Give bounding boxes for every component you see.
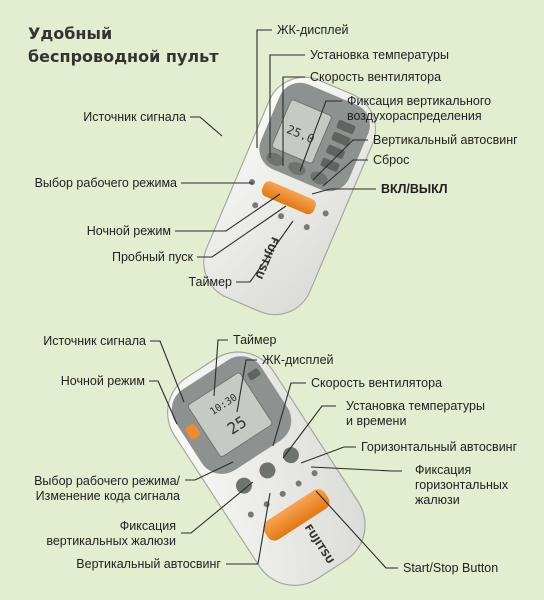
leader-lines <box>149 29 402 569</box>
label-r1-vert-fix-line2: воздухораспределения <box>347 109 482 123</box>
remote-1-button-small-1[interactable] <box>248 178 256 186</box>
leader-r1-temp <box>269 54 305 158</box>
label-r2-horiz-fix-line1: Фиксация <box>415 463 472 477</box>
label-r2-start-stop: Start/Stop Button <box>403 561 499 575</box>
remote-1-button-night[interactable] <box>286 160 307 178</box>
leader-r2-mode <box>185 461 234 481</box>
leader-r2-vertfix <box>181 481 254 534</box>
remote-2-button-temp-up[interactable] <box>256 459 278 481</box>
remote-1-button-test[interactable] <box>251 201 259 209</box>
label-r2-fan-speed: Скорость вентилятора <box>311 376 443 390</box>
leader-r2-temp <box>282 405 336 459</box>
leader-r2-vertswing <box>226 492 271 565</box>
leader-r2-fan <box>272 382 306 447</box>
remote-2-button-vert-swing[interactable] <box>279 490 287 498</box>
label-r2-signal-source: Источник сигнала <box>43 334 146 348</box>
leader-r2-night <box>149 380 178 425</box>
label-r1-lcd: ЖК-дисплей <box>277 23 349 37</box>
label-r2-horiz-fix-line3: жалюзи <box>415 493 460 507</box>
label-r1-vert-swing: Вертикальный автосвинг <box>373 133 518 147</box>
leader-r2-horizfix <box>310 466 402 472</box>
leader-r1-signal <box>190 116 223 137</box>
leader-r1-onoff <box>311 188 376 195</box>
label-r2-lcd: ЖК-дисплей <box>262 353 334 367</box>
remote-2-button-mode[interactable] <box>247 510 255 518</box>
label-r2-vert-fix-line2: вертикальных жалюзи <box>46 534 176 548</box>
title-line-2: беспроводной пульт <box>28 47 219 66</box>
remote-2: 10:30 25 FUJITSU <box>167 351 366 586</box>
remote-2-lcd-screen <box>187 372 273 457</box>
label-r1-signal-source: Источник сигнала <box>83 110 186 124</box>
label-r1-mode-select: Выбор рабочего режима <box>34 176 177 190</box>
remote-1-button-temp-down[interactable] <box>331 131 351 146</box>
remote-1-on-off-button[interactable] <box>260 179 318 216</box>
diagram-title: Удобный беспроводной пульт <box>28 22 218 68</box>
label-r1-reset: Сброс <box>373 153 410 167</box>
remote-1: 25.0 FUJITSU <box>203 76 377 316</box>
leader-r1-test <box>197 205 287 258</box>
remote-1-button-temp-up[interactable] <box>336 119 356 135</box>
label-r2-temp-time-line2: и времени <box>346 414 407 428</box>
remote-1-button-timer[interactable] <box>277 212 285 220</box>
leader-r1-night <box>175 193 281 232</box>
leader-r1-vertswing <box>312 139 368 181</box>
label-r2-timer: Таймер <box>233 333 277 347</box>
leader-r2-horizswing <box>300 446 356 464</box>
remote-2-button-horiz-swing[interactable] <box>294 479 302 487</box>
remote-2-button-temp-down[interactable] <box>280 444 302 466</box>
leader-r1-timer <box>236 220 294 283</box>
leader-r1-reset <box>322 159 368 187</box>
label-r2-vert-fix-line1: Фиксация <box>119 519 176 533</box>
label-r2-horiz-swing: Горизонтальный автосвинг <box>361 440 518 454</box>
leader-r2-timer <box>213 339 228 397</box>
remote-1-button-set[interactable] <box>320 157 340 172</box>
remote-2-start-stop-button[interactable] <box>260 486 332 544</box>
leader-r1-lcd <box>256 29 272 148</box>
remote-2-button-timer[interactable] <box>247 368 261 381</box>
leader-r2-lcd <box>236 359 257 413</box>
label-r1-test-run: Пробный пуск <box>112 250 193 264</box>
label-r1-night-mode: Ночной режим <box>86 224 171 238</box>
label-r2-mode-code-line2: Изменение кода сигнала <box>35 489 180 503</box>
leader-r2-signal <box>150 340 185 403</box>
label-r1-temp-set: Установка температуры <box>310 48 449 62</box>
label-r1-fan-speed: Скорость вентилятора <box>310 70 442 84</box>
leader-r1-vertfix <box>299 100 342 172</box>
title-line-1: Удобный <box>28 24 113 43</box>
label-r2-night-mode: Ночной режим <box>60 374 145 388</box>
label-r2-horiz-fix-line2: горизонтальных <box>415 478 509 492</box>
remote-1-button-small-2[interactable] <box>322 209 330 217</box>
remote-1-button-reset[interactable] <box>303 223 311 231</box>
remote-1-button-swing[interactable] <box>308 169 329 187</box>
remote-2-button-fan[interactable] <box>233 475 255 497</box>
label-r2-vert-swing: Вертикальный автосвинг <box>76 557 221 571</box>
label-r1-vert-fix-line1: Фиксация вертикального <box>347 94 492 108</box>
remote-1-button-fan[interactable] <box>325 144 345 159</box>
remote-2-night-button[interactable] <box>184 423 201 441</box>
label-r2-temp-time-line1: Установка температуры <box>346 399 485 413</box>
leader-r1-fan <box>282 76 305 166</box>
remote-1-lcd-screen <box>271 99 332 164</box>
leader-r2-startstop <box>315 490 398 569</box>
label-r2-mode-code-line1: Выбор рабочего режима/ <box>34 474 180 488</box>
remote-2-button-horiz-fix[interactable] <box>310 469 318 477</box>
label-r1-on-off: ВКЛ/ВЫКЛ <box>381 182 448 196</box>
label-r1-timer: Таймер <box>188 275 232 289</box>
